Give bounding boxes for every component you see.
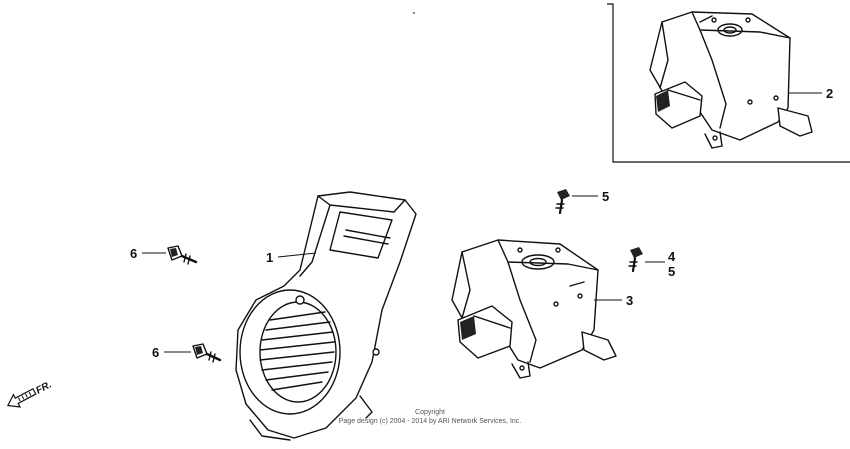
shroud-part-2[interactable] xyxy=(649,11,813,149)
leader-1 xyxy=(277,252,317,258)
callout-3: 3 xyxy=(626,293,633,308)
speck xyxy=(413,12,415,14)
callout-2: 2 xyxy=(826,86,833,101)
bolt-part-5-top[interactable] xyxy=(555,189,570,215)
bolt-part-4-5[interactable] xyxy=(628,247,643,273)
fan-grille xyxy=(259,311,335,391)
copyright-line-1: Copyright xyxy=(415,409,445,416)
shroud-part-3[interactable] xyxy=(451,239,617,379)
fan-cover-part-1[interactable] xyxy=(235,191,417,441)
inset-frame xyxy=(607,3,850,163)
callout-1: 1 xyxy=(266,250,273,265)
copyright-line-2: Page design (c) 2004 - 2014 by ARI Netwo… xyxy=(339,418,522,425)
bolt-part-6-upper[interactable] xyxy=(167,245,198,265)
callout-6-upper: 6 xyxy=(130,246,137,261)
front-direction-label: FR. xyxy=(34,379,53,396)
callout-4: 4 xyxy=(668,249,676,264)
callout-6-lower: 6 xyxy=(152,345,159,360)
front-direction-arrow-icon: FR. xyxy=(6,379,54,408)
callout-5-top: 5 xyxy=(602,189,609,204)
bolt-part-6-lower[interactable] xyxy=(192,343,222,363)
callout-5-right: 5 xyxy=(668,264,675,279)
